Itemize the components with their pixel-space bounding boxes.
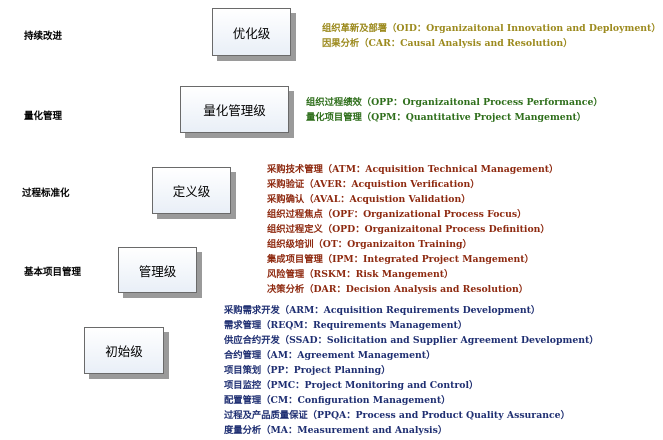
list-item: 项目监控（PMC：Project Monitoring and Control） xyxy=(224,380,479,391)
list-item: 组织革新及部署（OID：Organizaitonal Innovation an… xyxy=(322,23,661,34)
level-box-defined: 定义级 xyxy=(152,167,231,214)
list-item: 风险管理（RSKM：Risk Mangement） xyxy=(267,269,454,280)
level3-process-areas: 采购技术管理（ATM：Acquisition Technical Managem… xyxy=(267,162,558,297)
level4-process-areas: 组织过程绩效（OPP：Organizaitonal Process Perfor… xyxy=(306,95,603,125)
level-box-initial: 初始级 xyxy=(84,327,164,374)
list-item: 配置管理（CM：Configuration Management） xyxy=(224,395,451,406)
stage-label-basic-project-management: 基本项目管理 xyxy=(24,267,82,278)
stage-label-continuous-improvement: 持续改进 xyxy=(24,31,63,42)
list-item: 组织过程绩效（OPP：Organizaitonal Process Perfor… xyxy=(306,97,603,108)
list-item: 需求管理（REQM：Requirements Management） xyxy=(224,320,468,331)
list-item: 量化项目管理（QPM：Quantitative Project Mangemen… xyxy=(306,112,587,123)
level5-process-areas: 组织革新及部署（OID：Organizaitonal Innovation an… xyxy=(322,21,661,51)
list-item: 采购确认（AVAL：Acquistion Validation） xyxy=(267,194,471,205)
level-box-quantitatively-managed: 量化管理级 xyxy=(180,86,289,133)
list-item: 过程及产品质量保证（PPQA：Process and Product Quali… xyxy=(224,410,570,421)
level-box-optimizing: 优化级 xyxy=(212,8,291,56)
list-item: 决策分析（DAR：Decision Analysis and Resolutio… xyxy=(267,284,529,295)
list-item: 因果分析（CAR：Causal Analysis and Resolution） xyxy=(322,38,573,49)
list-item: 合约管理（AM：Agreement Management） xyxy=(224,350,436,361)
list-item: 组织过程焦点（OPF：Organizational Process Focus） xyxy=(267,209,527,220)
list-item: 采购需求开发（ARM：Acquisition Requirements Deve… xyxy=(224,305,541,316)
list-item: 项目策划（PP：Project Planning） xyxy=(224,365,391,376)
list-item: 度量分析（MA：Measurement and Analysis） xyxy=(224,425,448,436)
list-item: 供应合约开发（SSAD：Solicitation and Supplier Ag… xyxy=(224,335,599,346)
level2-process-areas: 采购需求开发（ARM：Acquisition Requirements Deve… xyxy=(224,303,599,438)
stage-label-quantitative-management: 量化管理 xyxy=(24,111,63,122)
level-box-managed: 管理级 xyxy=(118,247,197,293)
list-item: 组织级培训（OT：Organizaiton Training） xyxy=(267,239,472,250)
list-item: 集成项目管理（IPM：Integrated Project Mangement） xyxy=(267,254,534,265)
list-item: 采购技术管理（ATM：Acquisition Technical Managem… xyxy=(267,164,559,175)
list-item: 组织过程定义（OPD：Organizaitonal Process Defini… xyxy=(267,224,550,235)
list-item: 采购验证（AVER：Acquistion Verification） xyxy=(267,179,480,190)
stage-label-process-standardization: 过程标准化 xyxy=(22,188,70,199)
